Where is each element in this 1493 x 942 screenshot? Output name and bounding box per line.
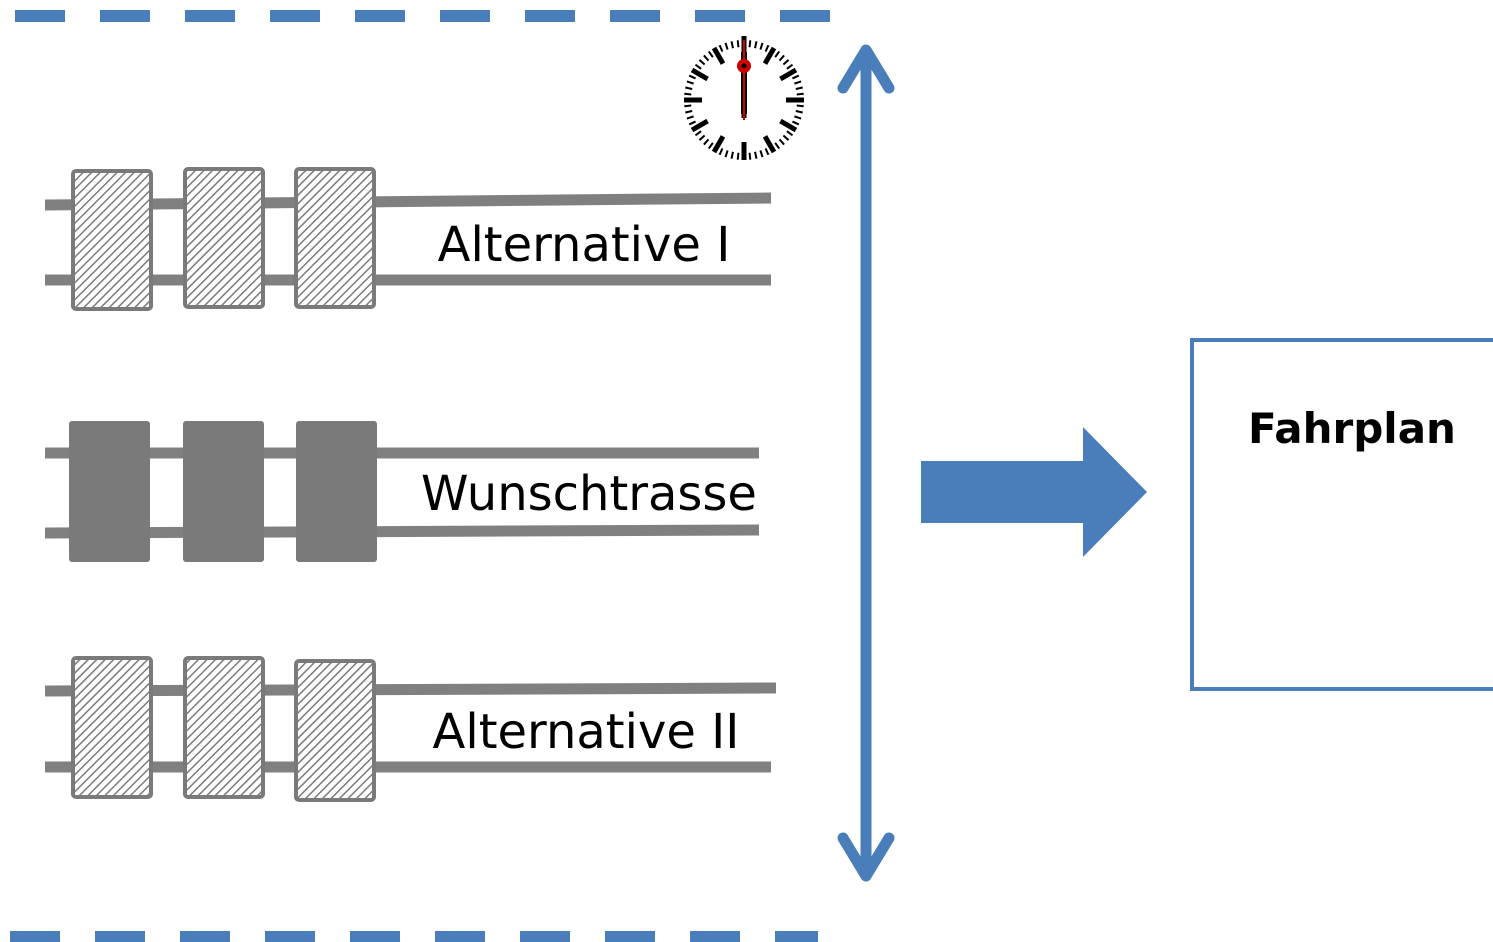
clock-minute-tick — [792, 74, 800, 80]
right-arrow-icon — [921, 427, 1147, 557]
rail-upper — [44, 192, 772, 211]
clock-minute-tick — [685, 110, 693, 114]
clock-hour-tick — [711, 135, 726, 154]
station-clock-icon — [682, 36, 806, 162]
clock-minute-tick — [754, 41, 758, 49]
sleeper-solid — [69, 421, 150, 562]
track-alternative-2: Alternative II — [44, 656, 777, 802]
clock-minute-tick — [764, 44, 770, 52]
clock-minute-tick — [703, 138, 710, 146]
clock-minute-tick — [688, 120, 696, 126]
clock-hour-tick — [779, 118, 798, 133]
clock-minute-tick — [795, 86, 803, 90]
rail-lower — [44, 524, 760, 539]
clock-hour-tick — [690, 118, 709, 133]
clock-hour-tick — [779, 67, 798, 82]
track-label-wunschtrasse: Wunschtrasse — [421, 466, 757, 522]
clock-minute-tick — [778, 54, 785, 62]
clock-minute-tick — [778, 138, 785, 146]
sleeper-hatched — [71, 169, 153, 311]
clock-minute-tick — [759, 150, 764, 158]
track-wunschtrasse: Wunschtrasse — [44, 421, 760, 562]
clock-minute-tick — [764, 148, 770, 156]
sleeper-hatched — [294, 167, 376, 309]
clock-minute-tick — [759, 42, 764, 50]
clock-minute-tick — [794, 115, 802, 120]
clock-minute-tick — [748, 40, 752, 48]
clock-minute-tick — [736, 152, 740, 160]
clock-minute-tick — [774, 50, 781, 58]
sleeper-solid — [183, 421, 264, 562]
clock-minute-tick — [754, 151, 758, 159]
clock-hour-tick — [762, 135, 777, 154]
double-headed-arrow-icon — [837, 44, 895, 882]
time-axis-head-bottom — [837, 832, 895, 882]
schedule-box-title: Fahrplan — [1248, 404, 1456, 453]
time-axis-head-top — [837, 44, 895, 94]
clock-minute-tick — [707, 142, 714, 150]
clock-minute-tick — [795, 110, 803, 114]
clock-minute-tick — [736, 40, 740, 48]
clock-hour-tick — [762, 46, 777, 65]
clock-minute-tick — [718, 148, 724, 156]
clock-minute-tick — [686, 115, 694, 120]
sleeper-hatched — [71, 656, 153, 799]
clock-minute-tick — [730, 41, 734, 49]
clock-minute-tick — [792, 120, 800, 126]
sleeper-hatched — [183, 656, 265, 799]
clock-minute-tick — [698, 59, 706, 66]
schedule-box: Fahrplan — [1190, 338, 1493, 691]
clock-minute-tick — [703, 54, 710, 62]
clock-minute-tick — [694, 63, 702, 70]
clock-hour-tick — [711, 46, 726, 65]
clock-minute-tick — [698, 134, 706, 141]
clock-minute-tick — [724, 42, 729, 50]
clock-minute-tick — [796, 92, 804, 96]
clock-minute-tick — [786, 63, 794, 70]
sleeper-hatched — [183, 167, 265, 309]
clock-minute-tick — [707, 50, 714, 58]
track-label-alternative-2: Alternative II — [433, 704, 740, 760]
clock-hour-tick — [690, 67, 709, 82]
clock-minute-tick — [688, 74, 696, 80]
clock-minute-tick — [685, 86, 693, 90]
clock-minute-tick — [782, 59, 790, 66]
track-alternative-1: Alternative I — [44, 167, 772, 311]
clock-ticks — [684, 40, 804, 160]
sleeper-solid — [296, 421, 377, 562]
rail-upper — [44, 682, 777, 697]
clock-minute-tick — [774, 142, 781, 150]
sleeper-hatched — [294, 659, 376, 802]
clock-minute-tick — [796, 104, 804, 108]
clock-center-pin — [741, 63, 747, 69]
track-label-alternative-1: Alternative I — [438, 217, 731, 273]
clock-minute-tick — [782, 134, 790, 141]
clock-minute-tick — [694, 130, 702, 137]
clock-minute-tick — [684, 92, 692, 96]
clock-minute-tick — [730, 151, 734, 159]
clock-minute-tick — [684, 104, 692, 108]
clock-minute-tick — [794, 80, 802, 85]
schedule-box-frame — [1190, 338, 1493, 691]
clock-minute-tick — [724, 150, 729, 158]
clock-minute-tick — [718, 44, 724, 52]
clock-minute-tick — [748, 152, 752, 160]
clock-minute-tick — [786, 130, 794, 137]
clock-minute-tick — [686, 80, 694, 85]
